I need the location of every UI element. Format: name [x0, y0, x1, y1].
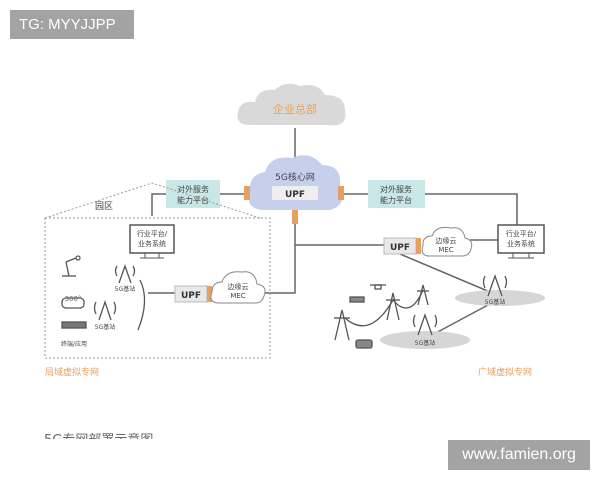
- coverage-area: [380, 331, 470, 349]
- power-tower-icon: [417, 284, 429, 306]
- campus-boundary: [44, 182, 271, 359]
- core-upf-box: [272, 186, 318, 200]
- mec-left-line1: 边缘云: [228, 282, 249, 291]
- hq-cloud: 企业总部: [237, 83, 346, 126]
- firewall-icon: [244, 186, 250, 200]
- service-right-line1: 对外服务: [380, 184, 412, 194]
- terminal-label: 终端/应用: [61, 340, 87, 348]
- platform-monitor-left: 行业平台/ 业务系统: [129, 224, 175, 259]
- caption-partial: 5G专网部署示意图: [44, 431, 153, 439]
- robot-arm-icon: [62, 255, 81, 277]
- bs-label: 5G基站: [115, 285, 135, 293]
- platform-right-line1: 行业平台/: [506, 229, 537, 238]
- watermark: www.famien.org: [448, 440, 590, 470]
- power-line: [344, 289, 424, 327]
- platform-left-line1: 行业平台/: [137, 229, 168, 238]
- service-platform-left: 对外服务 能力平台: [166, 180, 220, 208]
- platform-left-line2: 业务系统: [138, 239, 166, 248]
- firewall-icon: [416, 238, 421, 254]
- vr-headset-icon: [61, 297, 85, 309]
- car-icon: [355, 339, 373, 349]
- base-station-icon: [93, 299, 117, 321]
- mec-right-cloud: 边缘云 MEC: [421, 226, 473, 257]
- drone-icon: [370, 284, 386, 290]
- mec-left-line2: MEC: [230, 292, 245, 300]
- core-upf-label: UPF: [285, 190, 305, 200]
- firewall-icon: [292, 210, 298, 224]
- terminal-device-icon: [61, 321, 87, 329]
- service-left-line2: 能力平台: [177, 195, 209, 205]
- mec-left-cloud: 边缘云 MEC: [210, 271, 266, 304]
- top-badge: TG: MYYJJPP: [10, 10, 134, 39]
- power-tower-icon: [386, 292, 400, 321]
- service-right-line2: 能力平台: [380, 195, 412, 205]
- platform-monitor-right: 行业平台/ 业务系统: [497, 224, 545, 259]
- vr-label: 360°: [65, 295, 82, 303]
- base-station-icon: [412, 313, 438, 336]
- bs-label: 5G基站: [415, 339, 435, 347]
- coverage-arc: [137, 279, 146, 331]
- upf-right: UPF: [383, 237, 421, 255]
- base-station-icon: [482, 274, 508, 297]
- upf-right-label: UPF: [390, 243, 410, 253]
- firewall-icon: [338, 186, 344, 200]
- core-network-cloud: 5G核心网 UPF: [244, 155, 344, 224]
- upf-left: UPF: [174, 285, 212, 303]
- local-network-label: 局域虚拟专网: [45, 366, 99, 378]
- upf-left-label: UPF: [181, 291, 201, 301]
- hq-label: 企业总部: [273, 102, 317, 116]
- bs-label: 5G基站: [95, 323, 115, 331]
- wide-network-label: 广域虚拟专网: [478, 366, 532, 378]
- core-title: 5G核心网: [275, 171, 315, 183]
- mec-right-line1: 边缘云: [436, 236, 457, 245]
- platform-right-line2: 业务系统: [507, 239, 535, 248]
- base-station-icon: [114, 264, 136, 284]
- service-platform-right: 对外服务 能力平台: [368, 180, 425, 208]
- connector-lines: [148, 128, 518, 336]
- camera-icon: [349, 296, 365, 303]
- power-tower-icon: [334, 309, 350, 341]
- campus-label: 园区: [95, 201, 113, 212]
- bs-label: 5G基站: [485, 298, 505, 306]
- service-left-line1: 对外服务: [177, 184, 209, 194]
- coverage-area: [455, 290, 545, 306]
- firewall-icon: [207, 286, 212, 302]
- mec-right-line2: MEC: [438, 246, 453, 254]
